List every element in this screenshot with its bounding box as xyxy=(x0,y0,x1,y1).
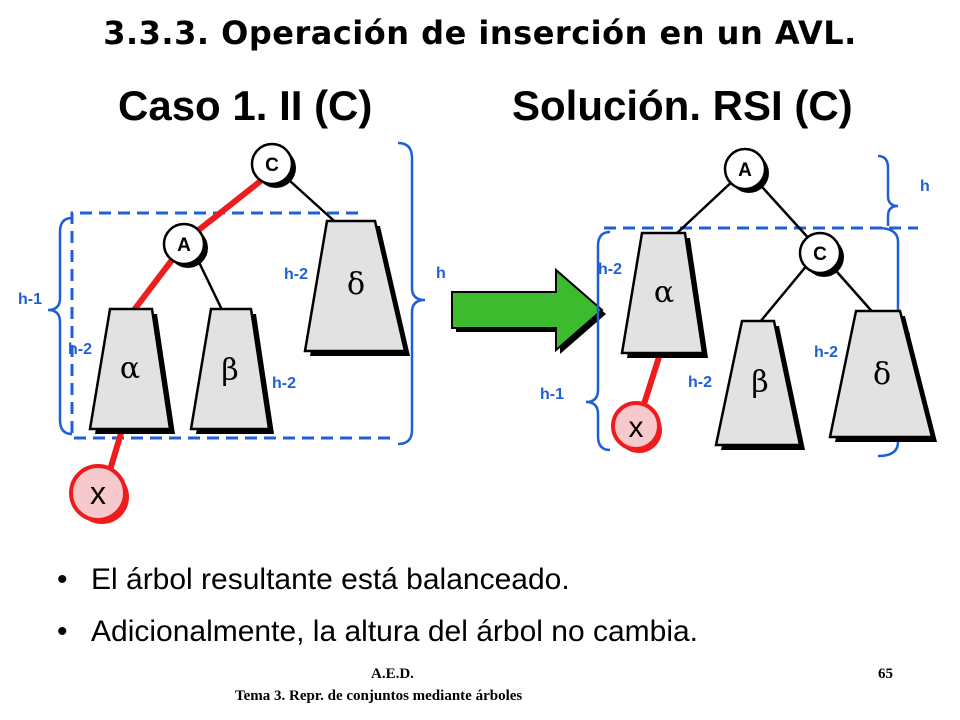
left-label-delta-h: h-2 xyxy=(284,266,308,283)
footer-page-number: 65 xyxy=(878,666,893,682)
edge-a-alpha-r xyxy=(675,177,737,235)
bullet-list: • El árbol resultante está balanceado. • A… xyxy=(55,560,698,664)
edge-c-beta-r xyxy=(759,263,809,323)
right-heading: Solución. RSI (C) xyxy=(512,82,853,129)
subtree-alpha-r-label: α xyxy=(654,275,674,310)
subtree-beta-r-label: β xyxy=(751,365,768,400)
right-brace-h-top xyxy=(877,154,899,226)
right-brace-h1 xyxy=(585,230,611,452)
left-tree: C A x α β δ h-1 h-2 h-2 h-2 h xyxy=(18,141,446,524)
node-x xyxy=(69,464,127,522)
node-c-r-label: C xyxy=(813,244,827,265)
edge-a-alpha xyxy=(125,250,181,320)
right-tree: A C x α β δ h h-2 h-1 h-2 h-2 xyxy=(540,147,937,458)
subtree-beta xyxy=(189,307,271,431)
right-label-h: h xyxy=(920,178,930,195)
subtree-alpha-label: α xyxy=(120,351,140,386)
footer-course: A.E.D. xyxy=(371,666,414,682)
left-label-h1: h-1 xyxy=(18,291,42,308)
left-dashed-box xyxy=(70,211,390,440)
subtree-delta-r-label: δ xyxy=(873,357,891,392)
slide-title: 3.3.3. Operación de inserción en un AVL. xyxy=(103,14,857,52)
node-c xyxy=(250,142,294,186)
left-brace-h xyxy=(397,141,426,446)
node-x-r-label: x xyxy=(629,411,644,444)
node-a-r xyxy=(723,147,767,191)
subtree-alpha-r xyxy=(620,231,705,355)
edge-c-a xyxy=(184,169,274,243)
node-c-label: C xyxy=(265,155,279,176)
bullet-item: • El árbol resultante está balanceado. xyxy=(55,560,698,612)
left-heading: Caso 1. II (C) xyxy=(118,82,373,129)
left-brace-h1 xyxy=(47,216,73,436)
bullet-dot-icon: • xyxy=(57,563,68,596)
node-a-label: A xyxy=(177,235,191,256)
subtree-delta-r xyxy=(828,309,934,439)
right-label-alpha-h: h-2 xyxy=(598,261,622,278)
left-label-alpha-h: h-2 xyxy=(68,341,92,358)
right-label-h1: h-1 xyxy=(540,386,564,403)
subtree-beta-label: β xyxy=(221,353,238,388)
bullet-text: Adicionalmente, la altura del árbol no c… xyxy=(91,615,699,648)
edge-alpha-x-r xyxy=(641,353,663,405)
subtree-delta xyxy=(303,219,407,353)
edge-a-c-r xyxy=(753,177,813,243)
arrow-body xyxy=(451,267,604,353)
node-a xyxy=(162,222,206,266)
subtree-alpha xyxy=(88,307,172,431)
node-x-r xyxy=(611,401,661,451)
edge-c-delta-r xyxy=(829,263,877,317)
right-label-delta-h: h-2 xyxy=(814,344,838,361)
node-x-label: x xyxy=(90,475,106,511)
bullet-text: El árbol resultante está balanceado. xyxy=(91,563,570,596)
rotation-arrow xyxy=(451,267,606,354)
left-label-h: h xyxy=(436,265,446,282)
subtree-beta-r xyxy=(714,319,802,447)
right-label-beta-h: h-2 xyxy=(688,374,712,391)
node-a-r-label: A xyxy=(738,160,752,181)
edge-a-beta xyxy=(194,255,226,315)
footer-topic: Tema 3. Repr. de conjuntos mediante árbo… xyxy=(235,688,523,704)
subtree-delta-label: δ xyxy=(347,267,365,302)
bullet-item: • Adicionalmente, la altura del árbol no … xyxy=(55,612,698,664)
bullet-dot-icon: • xyxy=(57,615,68,648)
left-label-beta-h: h-2 xyxy=(272,375,296,392)
node-c-r xyxy=(798,231,842,275)
right-brace-h-tall xyxy=(877,226,911,458)
